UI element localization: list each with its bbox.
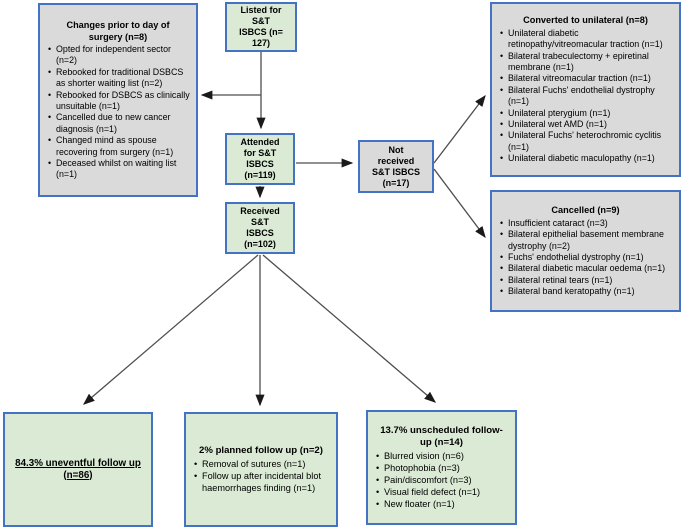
box-title: 84.3% uneventful follow up (n=86) (15, 457, 141, 481)
converted-list: Unilateral diabetic retinopathy/vitreoma… (492, 28, 679, 165)
box-title: 13.7% unscheduled follow- up (n=14) (380, 425, 503, 448)
list-item: Unilateral pterygium (n=1) (497, 108, 676, 120)
list-item: Photophobia (n=3) (373, 462, 512, 474)
box-label: Received S&T ISBCS (n=102) (240, 206, 280, 249)
box-title: Converted to unilateral (n=8) (523, 15, 648, 26)
list-item: Unilateral diabetic maculopathy (n=1) (497, 153, 676, 165)
list-item: Insufficient cataract (n=3) (497, 218, 676, 230)
box-title: Changes prior to day of surgery (n=8) (66, 20, 170, 42)
list-item: Bilateral band keratopathy (n=1) (497, 286, 676, 298)
arrow-notreceived-to-cancelled (433, 168, 486, 239)
box-converted-to-unilateral: Converted to unilateral (n=8) Unilateral… (490, 2, 681, 177)
box-listed-for-isbcs: Listed for S&T ISBCS (n= 127) (225, 2, 297, 52)
cancelled-list: Insufficient cataract (n=3) Bilateral ep… (492, 218, 679, 298)
list-item: Unilateral diabetic retinopathy/vitreoma… (497, 28, 676, 51)
box-received-isbcs: Received S&T ISBCS (n=102) (225, 202, 295, 254)
box-uneventful-follow-up: 84.3% uneventful follow up (n=86) (3, 412, 153, 527)
arrow-notreceived-to-converted (433, 94, 486, 164)
list-item: Rebooked for traditional DSBCS as shorte… (45, 67, 193, 90)
box-cancelled: Cancelled (n=9) Insufficient cataract (n… (490, 190, 681, 312)
list-item: Pain/discomfort (n=3) (373, 474, 512, 486)
list-item: Changed mind as spouse recovering from s… (45, 135, 193, 158)
list-item: Cancelled due to new cancer diagnosis (n… (45, 112, 193, 135)
list-item: Unilateral Fuchs' heterochromic cyclitis… (497, 130, 676, 153)
box-not-received-isbcs: Not received S&T ISBCS (n=17) (358, 140, 434, 193)
list-item: Opted for independent sector (n=2) (45, 44, 193, 67)
box-label: Listed for S&T ISBCS (n= 127) (239, 5, 283, 48)
box-changes-prior-to-surgery: Changes prior to day of surgery (n=8) Op… (38, 3, 198, 197)
list-item: Unilateral wet AMD (n=1) (497, 119, 676, 131)
arrow-received-to-uneventful (83, 254, 259, 405)
box-label: Attended for S&T ISBCS (n=119) (240, 137, 280, 180)
unscheduled-list: Blurred vision (n=6) Photophobia (n=3) P… (368, 450, 515, 510)
list-item: Bilateral retinal tears (n=1) (497, 275, 676, 287)
list-item: Fuchs' endothelial dystrophy (n=1) (497, 252, 676, 264)
list-item: Follow up after incidental blot haemorrh… (191, 470, 333, 494)
list-item: Rebooked for DSBCS as clinically unsuita… (45, 90, 193, 113)
list-item: Bilateral epithelial basement membrane d… (497, 229, 676, 252)
list-item: Bilateral trabeculectomy + epiretinal me… (497, 51, 676, 74)
list-item: Deceased whilst on waiting list (n=1) (45, 158, 193, 181)
list-item: New floater (n=1) (373, 498, 512, 510)
list-item: Removal of sutures (n=1) (191, 458, 333, 470)
box-title: Cancelled (n=9) (551, 205, 620, 216)
list-item: Bilateral Fuchs' endothelial dystrophy (… (497, 85, 676, 108)
box-title: 2% planned follow up (n=2) (199, 445, 323, 456)
list-item: Blurred vision (n=6) (373, 450, 512, 462)
changes-prior-list: Opted for independent sector (n=2) Reboo… (40, 44, 196, 181)
planned-list: Removal of sutures (n=1) Follow up after… (186, 458, 336, 494)
arrow-received-to-unscheduled (262, 254, 436, 403)
box-label: Not received S&T ISBCS (n=17) (371, 144, 420, 188)
list-item: Bilateral vitreomacular traction (n=1) (497, 73, 676, 85)
box-attended-isbcs: Attended for S&T ISBCS (n=119) (225, 133, 295, 185)
list-item: Visual field defect (n=1) (373, 486, 512, 498)
box-planned-follow-up: 2% planned follow up (n=2) Removal of su… (184, 412, 338, 527)
list-item: Bilateral diabetic macular oedema (n=1) (497, 263, 676, 275)
box-unscheduled-follow-up: 13.7% unscheduled follow- up (n=14) Blur… (366, 410, 517, 525)
